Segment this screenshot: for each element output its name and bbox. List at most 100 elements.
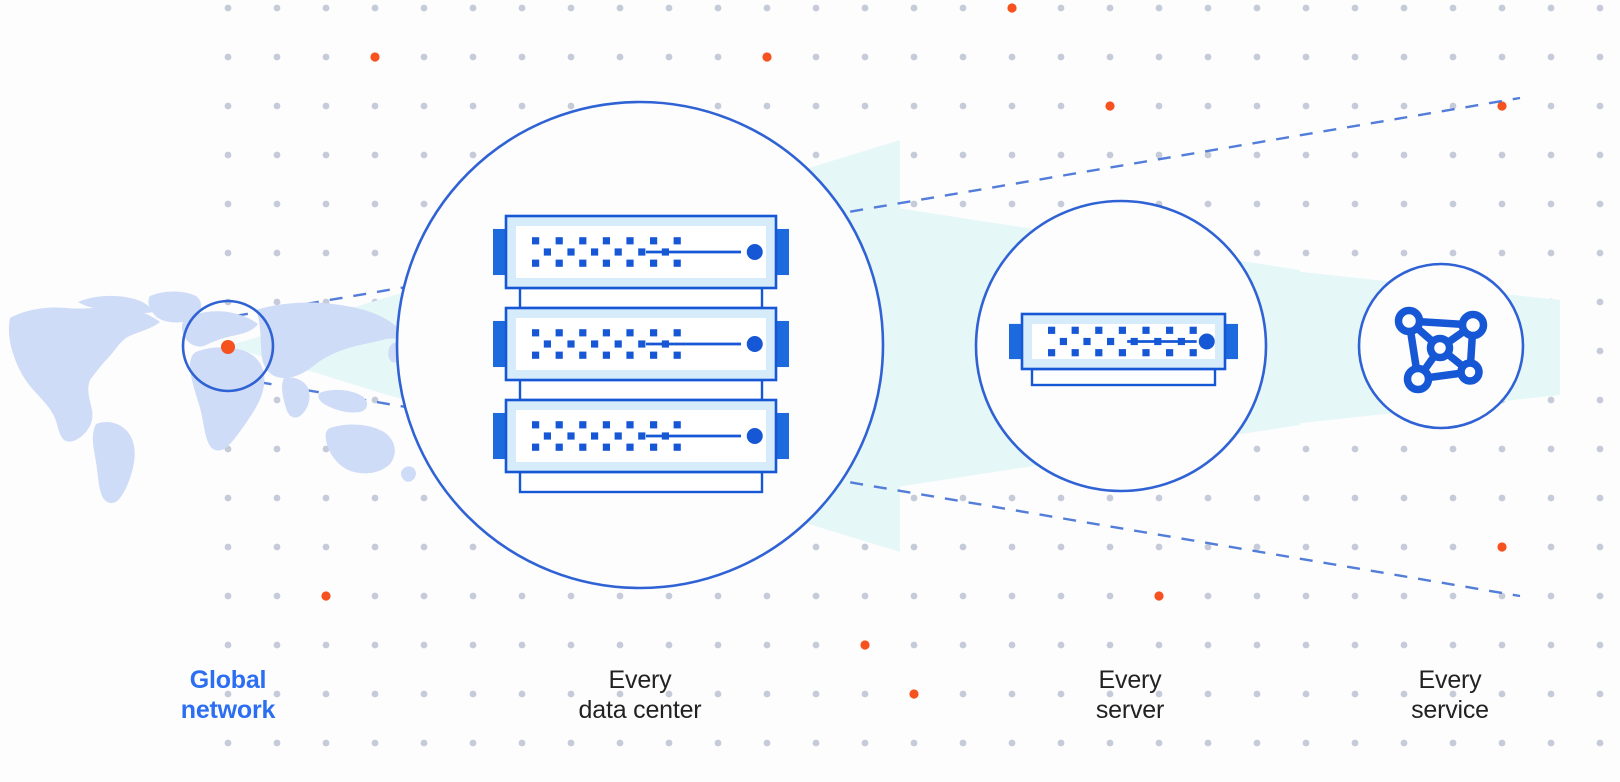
led-dot	[638, 248, 646, 256]
grid-dot	[861, 690, 869, 698]
grid-dot	[1547, 396, 1555, 404]
grid-dot	[1204, 102, 1212, 110]
led-dot	[626, 443, 634, 451]
grid-dot	[910, 641, 918, 649]
grid-dot	[224, 53, 232, 61]
grid-dot	[1498, 592, 1506, 600]
grid-dot	[567, 53, 575, 61]
led-dot	[602, 329, 610, 337]
grid-dot	[469, 543, 477, 551]
grid-dot	[1204, 494, 1212, 502]
grid-dot	[1351, 53, 1359, 61]
grid-dot	[567, 739, 575, 747]
led-dot	[650, 259, 658, 267]
grid-dot	[1155, 4, 1163, 12]
grid-dot	[1253, 543, 1261, 551]
grid-dot	[1400, 494, 1408, 502]
grid-dot	[1596, 592, 1604, 600]
grid-dot	[371, 4, 379, 12]
grid-dot	[1498, 641, 1506, 649]
grid-dot	[1302, 592, 1310, 600]
grid-dot	[1302, 102, 1310, 110]
grid-dot	[224, 494, 232, 502]
grid-dot	[371, 249, 379, 257]
rack-server-unit	[493, 306, 789, 382]
grid-dot	[812, 151, 820, 159]
grid-dot	[1057, 53, 1065, 61]
grid-dot	[420, 151, 428, 159]
grid-dot	[959, 200, 967, 208]
grid-dot	[1057, 4, 1065, 12]
led-dot	[650, 329, 658, 337]
grid-dot	[1057, 102, 1065, 110]
grid-dot	[1498, 690, 1506, 698]
grid-dot	[910, 151, 918, 159]
grid-dot	[1204, 53, 1212, 61]
net-node-bottom-left	[1403, 364, 1433, 394]
grid-dot	[1253, 690, 1261, 698]
grid-dot	[420, 543, 428, 551]
grid-dot	[1596, 347, 1604, 355]
grid-dot	[1498, 200, 1506, 208]
grid-dot	[1400, 53, 1408, 61]
led-dot	[567, 248, 575, 256]
grid-dot	[420, 494, 428, 502]
grid-dot	[1155, 641, 1163, 649]
led-dot	[543, 248, 551, 256]
led-dot	[579, 329, 587, 337]
grid-dot	[322, 151, 330, 159]
grid-dot	[224, 543, 232, 551]
led-dot	[673, 237, 681, 245]
led-dot	[1048, 349, 1056, 357]
grid-dot	[322, 249, 330, 257]
grid-dot	[1008, 494, 1016, 502]
led-dot	[626, 351, 634, 359]
grid-dot	[861, 4, 869, 12]
grid-dot	[714, 102, 722, 110]
led-dot	[1142, 326, 1150, 334]
grid-dot	[469, 739, 477, 747]
led-dot	[591, 248, 599, 256]
grid-dot	[861, 543, 869, 551]
grid-dot	[420, 102, 428, 110]
grid-dot	[518, 102, 526, 110]
grid-dot	[1008, 592, 1016, 600]
led-dot	[1059, 337, 1067, 346]
grid-dot	[1106, 494, 1114, 502]
grid-dot	[665, 53, 673, 61]
led-dot	[614, 340, 622, 348]
grid-dot	[1057, 592, 1065, 600]
grid-dot	[959, 53, 967, 61]
led-dot	[579, 237, 587, 245]
grid-dot	[1253, 53, 1261, 61]
stage-label-global-network: Global network	[180, 666, 276, 724]
led-dot	[567, 340, 575, 348]
grid-dot	[1155, 690, 1163, 698]
grid-dot	[1008, 102, 1016, 110]
grid-dot	[812, 690, 820, 698]
grid-dot	[273, 151, 281, 159]
grid-dot	[910, 592, 918, 600]
grid-dot	[224, 151, 232, 159]
grid-dot	[1057, 641, 1065, 649]
grid-dot	[1155, 102, 1163, 110]
grid-dot	[273, 494, 281, 502]
grid-dot	[1596, 739, 1604, 747]
grid-dot	[1400, 543, 1408, 551]
grid-dot	[1057, 739, 1065, 747]
grid-dot-orange	[370, 52, 380, 62]
grid-dot	[567, 592, 575, 600]
map-highlight-circle	[181, 299, 275, 393]
led-dot	[532, 421, 540, 429]
grid-dot	[959, 4, 967, 12]
led-dot	[602, 259, 610, 267]
grid-dot	[371, 200, 379, 208]
grid-dot	[371, 396, 379, 404]
world-map-icon	[8, 291, 416, 504]
grid-dot	[1498, 445, 1506, 453]
grid-dot	[224, 249, 232, 257]
led-dot	[532, 259, 540, 267]
grid-dot	[1400, 249, 1408, 257]
grid-dot	[322, 200, 330, 208]
grid-dot	[1057, 151, 1065, 159]
